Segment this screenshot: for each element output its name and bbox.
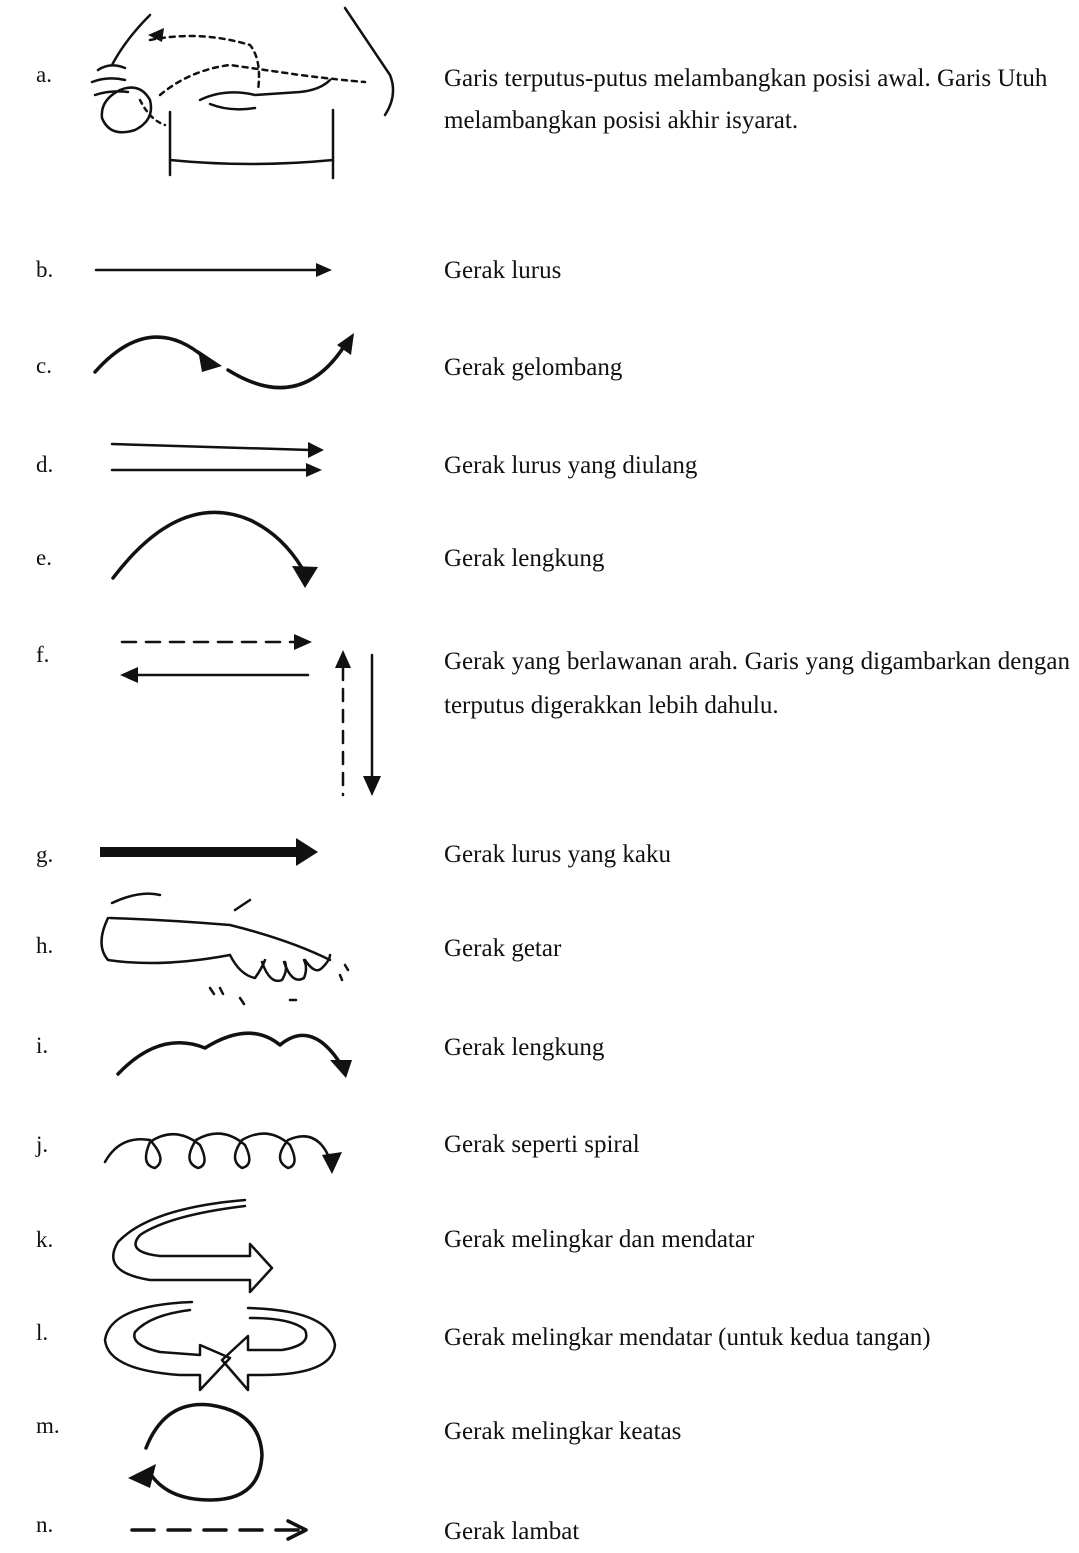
hand-positions-illustration <box>92 8 393 178</box>
double-arrow-icon <box>112 442 324 477</box>
two-hand-circle-arrows-icon <box>105 1302 335 1390</box>
thick-arrow-icon <box>100 838 318 866</box>
straight-arrow-icon <box>96 263 332 277</box>
spiral-arrow-icon <box>105 1134 342 1174</box>
upward-circle-arrow-icon <box>128 1405 262 1500</box>
opposite-arrows-icon <box>120 634 381 796</box>
vibrating-hand-illustration <box>102 894 349 1004</box>
multi-arc-arrow-icon <box>118 1033 352 1078</box>
wave-arrow-icon <box>95 333 354 388</box>
horizontal-circle-arrow-icon <box>113 1200 272 1292</box>
dashed-arrow-icon <box>132 1521 306 1539</box>
curved-arrow-icon <box>113 512 318 588</box>
